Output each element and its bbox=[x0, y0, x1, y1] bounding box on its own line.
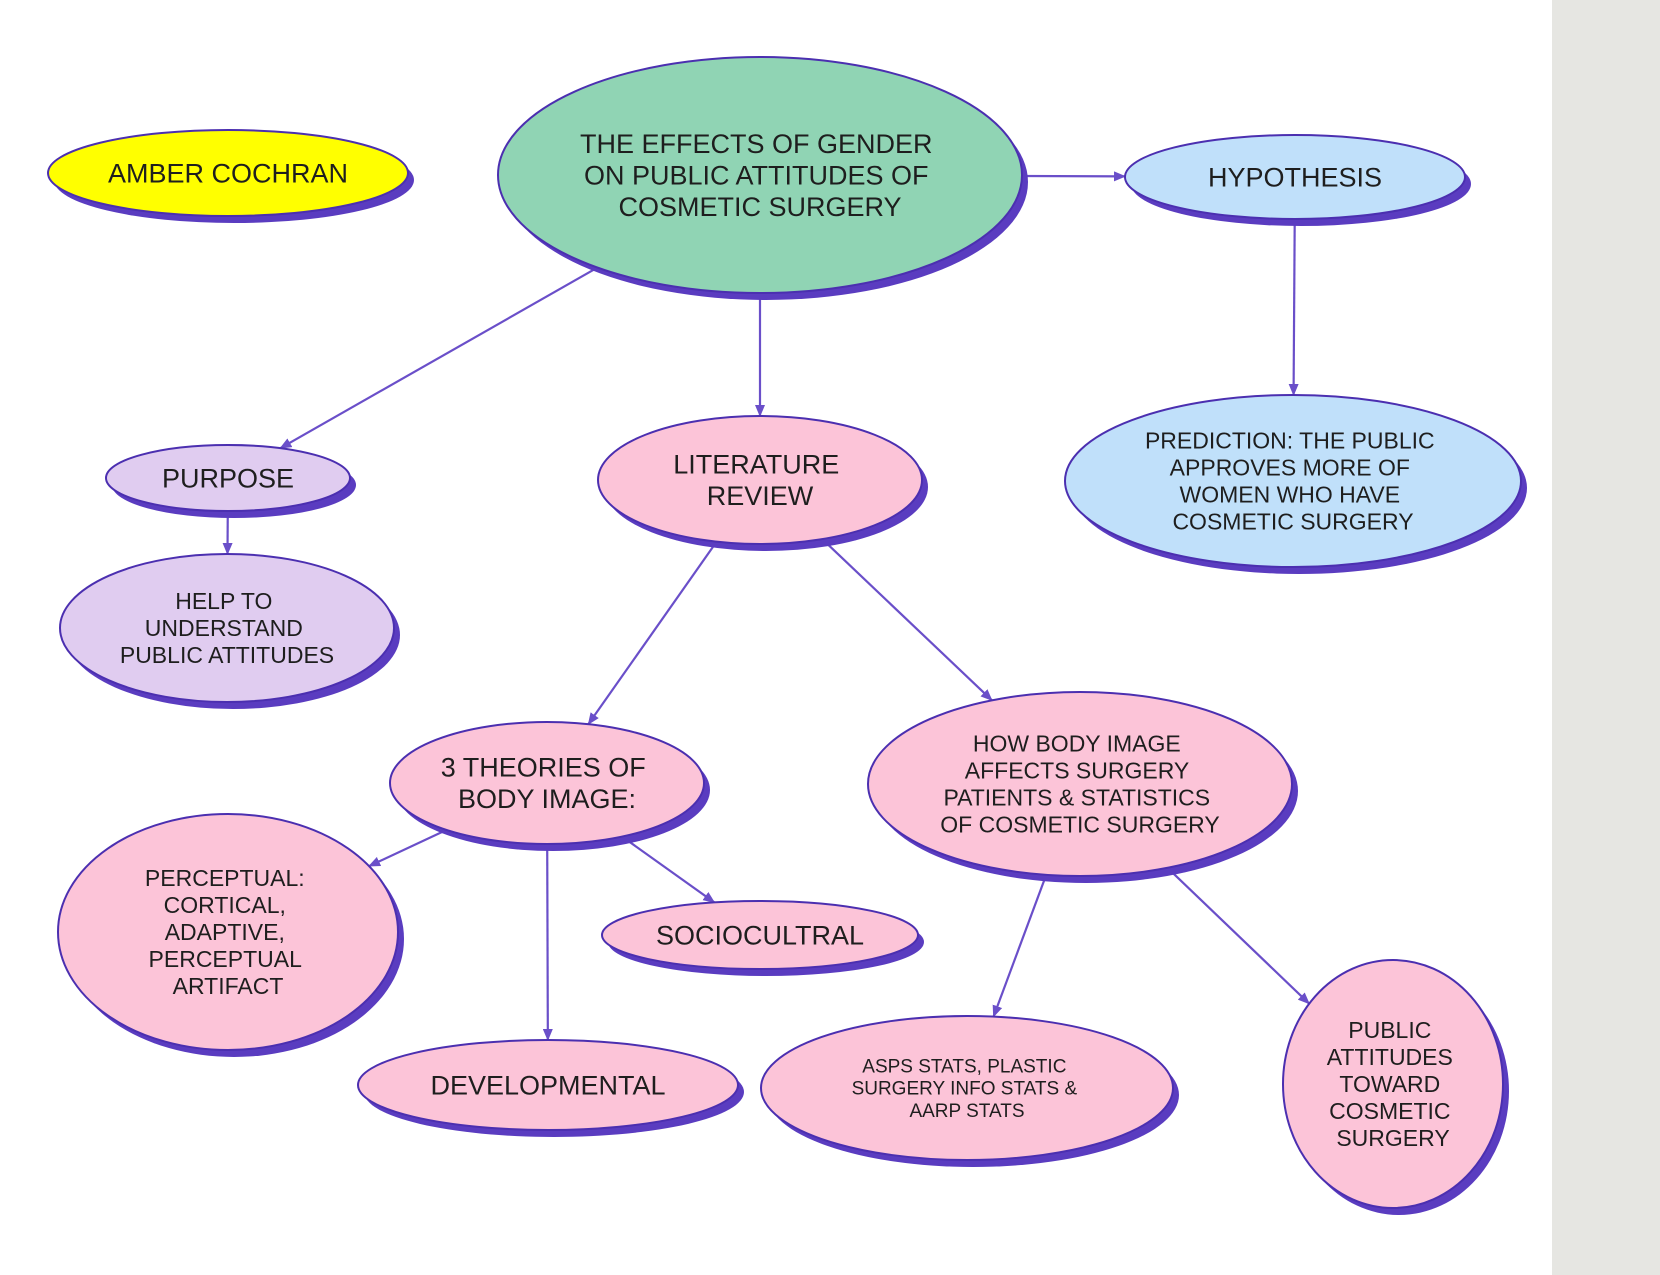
purpose-node: PURPOSE bbox=[105, 444, 356, 518]
help-ellipse bbox=[59, 553, 395, 703]
svg-text:HOW BODY IMAGE AFFECTS S: HOW BODY IMAGE AFFECTS SURGERY PATIENTS … bbox=[940, 731, 1219, 838]
theories-node: 3 THEORIES OF BODY IMAGE: bbox=[389, 721, 710, 851]
theories-line-2: BODY IMAGE: bbox=[458, 784, 636, 814]
developmental-ellipse bbox=[357, 1039, 739, 1131]
stats-line-3: AARP STATS bbox=[909, 1101, 1024, 1122]
help-line-3: PUBLIC ATTITUDES bbox=[120, 642, 334, 668]
theories-ellipse bbox=[389, 721, 705, 845]
svg-text:AMBER COCHRAN: AMBER COCHRAN bbox=[108, 158, 348, 188]
bodyimage-ellipse bbox=[867, 691, 1293, 877]
svg-text:HELP TO UNDERSTAND: HELP TO UNDERSTAND PUBLIC ATTITUDES bbox=[120, 588, 334, 668]
perceptual-line-5: ARTIFACT bbox=[173, 973, 284, 999]
prediction-line-1: PREDICTION: THE PUBLIC bbox=[1145, 428, 1435, 454]
literature-ellipse bbox=[597, 415, 923, 545]
svg-text:PUBLIC ATTITUDES T: PUBLIC ATTITUDES TOWARD COSMETIC SURGERY bbox=[1327, 1017, 1459, 1151]
stats-ellipse bbox=[760, 1015, 1174, 1161]
svg-text:THE EFFECTS OF GENDER ON: THE EFFECTS OF GENDER ON PUBLIC ATTITUDE… bbox=[580, 129, 940, 222]
prediction-line-3: WOMEN WHO HAVE bbox=[1179, 482, 1400, 508]
author-node: AMBER COCHRAN bbox=[47, 129, 414, 223]
sociocultural-ellipse bbox=[601, 900, 919, 970]
help-line-2: UNDERSTAND bbox=[145, 615, 303, 641]
arrow-theories-to-developmental bbox=[542, 843, 553, 1041]
arrow-hypothesis-to-prediction bbox=[1288, 218, 1299, 397]
stats-line-2: SURGERY INFO STATS & bbox=[852, 1079, 1078, 1100]
literature-node: LITERATURE REVIEW bbox=[597, 415, 928, 551]
hypothesis-node: HYPOTHESIS bbox=[1124, 134, 1471, 226]
prediction-node: PREDICTION: THE PUBLIC APPROVES MORE OF … bbox=[1064, 394, 1527, 574]
theories-line-1: 3 THEORIES OF bbox=[441, 753, 646, 783]
sociocultural-node: SOCIOCULTRAL bbox=[601, 900, 924, 976]
svg-text:LITERATURE REVIEW: LITERATURE REVIEW bbox=[673, 450, 847, 512]
title-node: THE EFFECTS OF GENDER ON PUBLIC ATTITUDE… bbox=[497, 56, 1028, 300]
arrow-bodyimage-to-attitudes bbox=[1166, 867, 1310, 1005]
attitudes-line-4: COSMETIC bbox=[1329, 1098, 1450, 1124]
bodyimage-line-2: AFFECTS SURGERY bbox=[965, 758, 1189, 784]
hypothesis-ellipse bbox=[1124, 134, 1466, 220]
arrow-theories-to-perceptual bbox=[368, 828, 448, 868]
perceptual-line-4: PERCEPTUAL bbox=[149, 946, 303, 972]
bodyimage-line-1: HOW BODY IMAGE bbox=[973, 731, 1181, 757]
bodyimage-line-4: OF COSMETIC SURGERY bbox=[940, 811, 1219, 837]
arrow-title-to-purpose bbox=[279, 266, 599, 450]
literature-line-1: LITERATURE bbox=[673, 450, 839, 480]
perceptual-node: PERCEPTUAL: CORTICAL, ADAPTIVE, PERCEPTU… bbox=[57, 813, 404, 1057]
attitudes-line-2: ATTITUDES bbox=[1327, 1044, 1453, 1070]
title-line-1: THE EFFECTS OF GENDER bbox=[580, 129, 933, 159]
svg-text:SOCIOCULTRAL: SOCIOCULTRAL bbox=[656, 920, 864, 950]
attitudes-node: PUBLIC ATTITUDES TOWARD COSMETIC SURGERY bbox=[1282, 959, 1509, 1215]
title-ellipse bbox=[497, 56, 1023, 294]
arrow-literature-to-theories bbox=[587, 541, 718, 725]
arrow-theories-to-sociocultural bbox=[621, 835, 716, 904]
literature-line-2: REVIEW bbox=[707, 481, 814, 511]
hypothesis-label: HYPOTHESIS bbox=[1208, 162, 1382, 192]
svg-text:PREDICTION: THE PUBLIC: PREDICTION: THE PUBLIC APPROVES MORE OF … bbox=[1145, 428, 1441, 535]
arrow-literature-to-bodyimage bbox=[821, 538, 993, 702]
svg-text:HYPOTHESIS: HYPOTHESIS bbox=[1208, 162, 1382, 192]
author-ellipse bbox=[47, 129, 409, 217]
attitudes-line-3: TOWARD bbox=[1339, 1071, 1440, 1097]
svg-text:PERCEPTUAL: CORTICAL,: PERCEPTUAL: CORTICAL, ADAPTIVE, PERCEPTU… bbox=[145, 865, 311, 999]
svg-text:ASPS STATS, PLASTIC SURG: ASPS STATS, PLASTIC SURGERY INFO STATS &… bbox=[852, 1056, 1083, 1121]
help-node: HELP TO UNDERSTAND PUBLIC ATTITUDES bbox=[59, 553, 400, 709]
right-margin-band bbox=[1552, 0, 1660, 1275]
purpose-label: PURPOSE bbox=[162, 463, 294, 493]
arrow-bodyimage-to-stats bbox=[992, 874, 1048, 1018]
perceptual-line-3: ADAPTIVE, bbox=[165, 919, 285, 945]
bodyimage-node: HOW BODY IMAGE AFFECTS SURGERY PATIENTS … bbox=[867, 691, 1298, 883]
author-name: AMBER COCHRAN bbox=[108, 158, 348, 188]
developmental-node: DEVELOPMENTAL bbox=[357, 1039, 744, 1137]
attitudes-ellipse bbox=[1282, 959, 1504, 1209]
attitudes-line-1: PUBLIC bbox=[1348, 1017, 1431, 1043]
prediction-line-4: COSMETIC SURGERY bbox=[1172, 508, 1413, 534]
sociocultural-label: SOCIOCULTRAL bbox=[656, 920, 864, 950]
prediction-line-2: APPROVES MORE OF bbox=[1170, 455, 1410, 481]
perceptual-ellipse bbox=[57, 813, 399, 1051]
svg-text:PURPOSE: PURPOSE bbox=[162, 463, 294, 493]
title-line-2: ON PUBLIC ATTITUDES OF bbox=[584, 160, 929, 190]
title-line-3: COSMETIC SURGERY bbox=[618, 192, 901, 222]
stats-line-1: ASPS STATS, PLASTIC bbox=[862, 1056, 1066, 1077]
attitudes-line-5: SURGERY bbox=[1336, 1125, 1449, 1151]
bodyimage-line-3: PATIENTS & STATISTICS bbox=[943, 785, 1210, 811]
perceptual-line-1: PERCEPTUAL: bbox=[145, 865, 305, 891]
purpose-ellipse bbox=[105, 444, 351, 512]
help-line-1: HELP TO bbox=[175, 588, 272, 614]
prediction-ellipse bbox=[1064, 394, 1522, 568]
svg-text:3 THEORIES OF BODY IMAGE: 3 THEORIES OF BODY IMAGE: bbox=[441, 753, 654, 815]
connectors bbox=[222, 171, 1310, 1041]
stats-node: ASPS STATS, PLASTIC SURGERY INFO STATS &… bbox=[760, 1015, 1179, 1167]
developmental-label: DEVELOPMENTAL bbox=[430, 1070, 665, 1100]
svg-text:DEVELOPMENTAL: DEVELOPMENTAL bbox=[430, 1070, 665, 1100]
perceptual-line-2: CORTICAL, bbox=[164, 892, 286, 918]
